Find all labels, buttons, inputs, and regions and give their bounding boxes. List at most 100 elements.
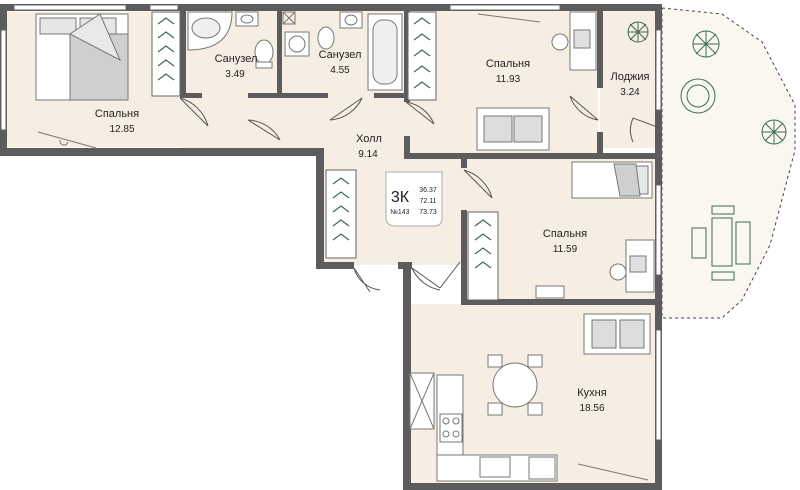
sink-2-basin: [344, 14, 358, 26]
burner: [442, 430, 450, 438]
room-name: Спальня: [95, 108, 139, 120]
wardrobe-hall: [325, 169, 357, 259]
badge-area-total: 72.11: [420, 198, 437, 205]
wall-bedroom3-left-low: [461, 210, 467, 305]
room-name: Холл: [356, 133, 382, 145]
box-crossed: [282, 11, 296, 25]
wall-hall-bottom: [316, 262, 354, 269]
wall-bath-bottom-3: [374, 93, 406, 98]
room-area: 3.49: [225, 69, 245, 80]
loggia-plants: [627, 21, 649, 43]
wall-bath-bottom-2: [248, 93, 328, 98]
doors: [179, 95, 661, 293]
hanger-icons: [157, 17, 492, 269]
badge-area-living: 36.37: [419, 187, 437, 194]
fridge: [528, 456, 556, 480]
chair: [551, 33, 569, 51]
room-name: Санузел: [215, 53, 258, 65]
bench: [691, 227, 707, 259]
balcony-furniture: [680, 30, 787, 281]
room-labels: Спальня 12.85 Санузел 3.49 Санузел 4.55 …: [95, 49, 650, 414]
wardrobe-bedroom-3: [467, 211, 499, 301]
room-name: Спальня: [486, 58, 530, 70]
wall-loggia-left-low: [597, 132, 603, 156]
window-bedroom-3: [655, 184, 662, 276]
kitchen-sink: [479, 456, 511, 478]
door-bathroom-1: [247, 119, 281, 141]
dining-chair: [487, 354, 503, 368]
door-loggia: [569, 95, 599, 121]
bedroom-3-furniture: [535, 161, 655, 299]
door-bedroom-1: [179, 97, 209, 127]
wall-kitchen-left: [403, 262, 411, 490]
bathtub-basin: [191, 17, 221, 39]
room-area: 3.24: [620, 87, 640, 98]
bench: [711, 271, 735, 281]
wall-kitchen-bottom: [403, 483, 661, 490]
sofa-cushion: [483, 115, 513, 143]
plant-icon-leaves: [693, 31, 719, 57]
wardrobe-bedroom-2: [407, 11, 437, 101]
wall-bath-bottom-1: [186, 93, 202, 98]
sofa-cushion: [513, 115, 543, 143]
bench: [711, 205, 735, 215]
door-bedroom-2: [405, 101, 435, 125]
ceiling-lamp: [477, 13, 541, 23]
room-name: Спальня: [543, 228, 587, 240]
badge-type: 3К: [391, 189, 410, 206]
stove: [439, 413, 463, 443]
bathroom-2-fixtures: [282, 11, 403, 91]
wall-bedroom1-right: [180, 10, 186, 98]
door-kitchen: [411, 261, 461, 291]
burner: [442, 417, 450, 425]
blanket-fold: [69, 13, 122, 62]
room-area: 4.55: [330, 65, 350, 76]
burner: [452, 417, 460, 425]
hanger-icon: [413, 17, 431, 89]
monitor-2: [629, 255, 647, 273]
wall-bedroom3-left: [461, 158, 467, 168]
door-loggia-2: [629, 117, 661, 143]
monitor: [573, 29, 591, 49]
dining-chair: [487, 402, 503, 416]
wardrobe-bedroom-1: [151, 11, 181, 97]
stool: [535, 285, 565, 299]
dining-chair: [527, 354, 543, 368]
window-bathroom: [149, 4, 179, 11]
windows: [0, 4, 662, 441]
pillow: [39, 17, 77, 35]
wall-bedroom3-bottom: [461, 299, 660, 305]
floor-loggia: [600, 10, 660, 148]
hanger-icon: [157, 17, 175, 81]
door-entrance: [353, 267, 381, 293]
window-bedroom-2: [449, 4, 561, 11]
room-name: Кухня: [577, 387, 606, 399]
hanger-icon: [332, 177, 350, 241]
round-chair-seat: [686, 84, 710, 108]
bedroom-2-furniture: [476, 11, 597, 151]
tv-stand: [37, 131, 97, 149]
toilet-2: [317, 26, 335, 50]
cabinet-cross: [409, 372, 435, 430]
box-cross: [282, 11, 296, 25]
kitchen-sofa-cushion: [591, 319, 617, 349]
wall-outer-bottom-left: [0, 148, 322, 156]
chair-2: [609, 263, 627, 281]
window-bedroom-1: [13, 4, 127, 11]
wardrobes: [151, 11, 499, 301]
room-area: 11.93: [496, 74, 521, 85]
toilet-tank: [255, 61, 273, 69]
room-name: Санузел: [319, 49, 362, 61]
badge-shape: [385, 171, 443, 227]
room-area: 11.59: [553, 244, 578, 255]
wall-loggia-left: [597, 10, 603, 88]
dining-table: [492, 362, 538, 408]
door-bedroom-3: [463, 169, 493, 199]
kitchen-furniture: [409, 313, 651, 482]
plant-icon-leaves: [762, 120, 786, 144]
tv-stand-kitchen: [577, 463, 649, 481]
room-name: Лоджия: [611, 71, 650, 83]
window-loggia: [655, 29, 662, 111]
toilet: [254, 39, 274, 65]
wall-bedroom2-left-low: [404, 136, 410, 158]
